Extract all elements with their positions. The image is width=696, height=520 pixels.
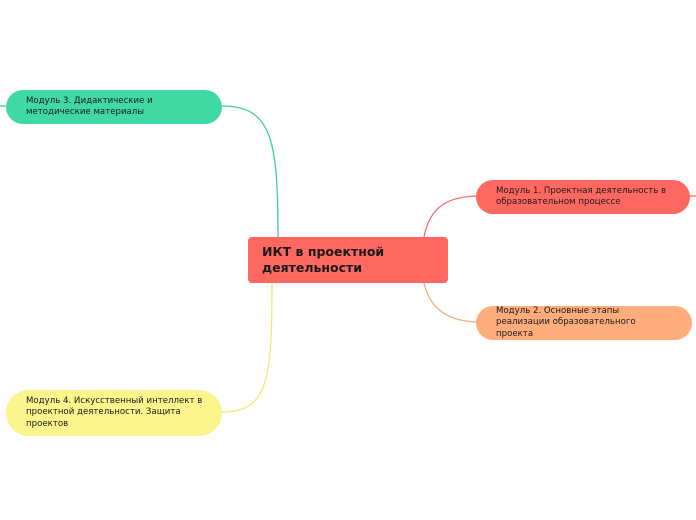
topic-module-3-label: Модуль 3. Дидактические и методические м…: [26, 95, 153, 117]
connector-m1: [423, 195, 481, 238]
central-topic[interactable]: ИКТ в проектной деятельности: [248, 237, 448, 283]
topic-module-2[interactable]: Модуль 2. Основные этапы реализации обра…: [476, 306, 692, 340]
connector-m2: [423, 282, 481, 323]
topic-module-1-label: Модуль 1. Проектная деятельность в образ…: [496, 185, 667, 207]
topic-module-3[interactable]: Модуль 3. Дидактические и методические м…: [6, 90, 222, 124]
central-topic-label: ИКТ в проектной деятельности: [262, 243, 385, 275]
connector-m4: [221, 282, 273, 413]
topic-module-2-label: Модуль 2. Основные этапы реализации обра…: [496, 306, 636, 339]
connector-m3: [221, 105, 279, 238]
topic-module-4[interactable]: Модуль 4. Искусственный интеллект в прое…: [6, 390, 222, 436]
topic-module-4-label: Модуль 4. Искусственный интеллект в прое…: [26, 396, 203, 429]
topic-module-1[interactable]: Модуль 1. Проектная деятельность в образ…: [476, 180, 690, 214]
